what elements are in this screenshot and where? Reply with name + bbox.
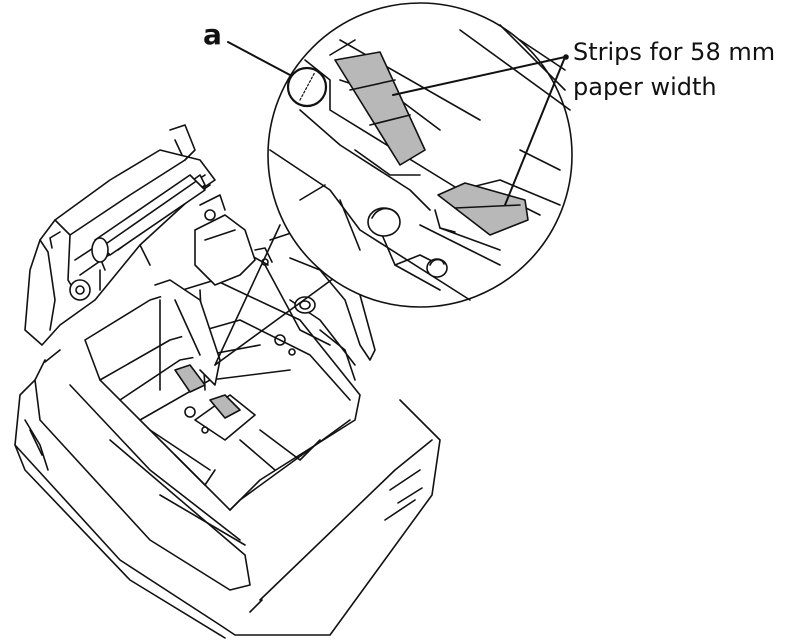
callout-a-marker bbox=[227, 41, 328, 108]
callout-label-strips-line2: paper width bbox=[573, 73, 717, 101]
magnifier-pointer bbox=[214, 224, 346, 366]
callout-label-strips-line1: Strips for 58 mm bbox=[573, 38, 776, 66]
compartment-strips bbox=[174, 364, 241, 419]
detail-magnified-view bbox=[267, 2, 573, 308]
paper-width-strips bbox=[334, 51, 529, 236]
strips-leader-lines bbox=[392, 54, 569, 206]
front-panel bbox=[34, 349, 251, 591]
callout-label-a: a bbox=[203, 18, 222, 51]
platen-roller bbox=[91, 174, 206, 263]
paper-guide bbox=[154, 279, 221, 386]
left-hinge-arm bbox=[194, 194, 256, 286]
